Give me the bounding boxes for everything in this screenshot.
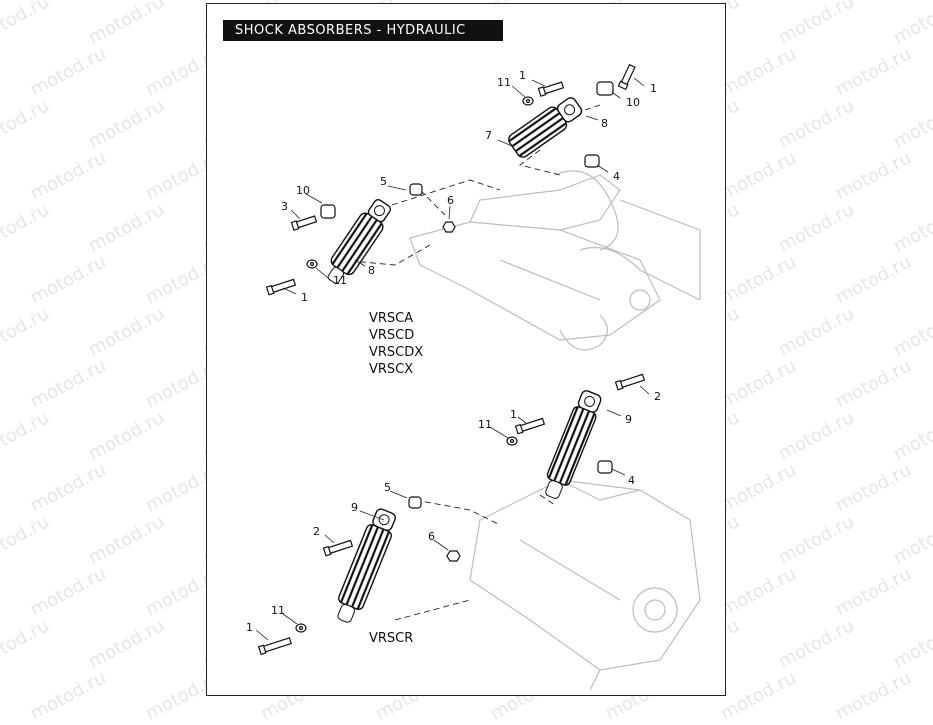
callout-1: 1 [510, 408, 517, 421]
washers-bushings-nuts [295, 81, 614, 633]
parts-illustration: 1 11 1 10 7 8 4 5 6 10 3 11 8 1 2 9 1 11… [246, 63, 701, 691]
callout-3: 3 [281, 200, 288, 213]
diagram-frame [206, 3, 726, 696]
model-code: VRSCA [369, 311, 414, 326]
callout-7: 7 [485, 129, 492, 142]
callout-11: 11 [478, 418, 492, 431]
shock-absorber-upper-right [508, 97, 583, 158]
swingarm-outline-lower [469, 479, 701, 691]
shock-absorber-upper-left [327, 199, 392, 284]
callout-9: 9 [351, 501, 358, 514]
callout-11: 11 [333, 274, 347, 287]
shock-absorber-lower-left [337, 508, 396, 623]
callout-1: 1 [246, 621, 253, 634]
swingarm-outline-upper [409, 170, 701, 351]
callout-1: 1 [519, 69, 526, 82]
callout-5: 5 [384, 481, 391, 494]
callout-numbers: 1 11 1 10 7 8 4 5 6 10 3 11 8 1 2 9 1 11… [246, 69, 661, 634]
callout-10: 10 [296, 184, 310, 197]
callout-4: 4 [613, 170, 620, 183]
callout-6: 6 [447, 194, 454, 207]
model-code: VRSCR [369, 631, 414, 646]
bolt-hardware [257, 63, 646, 656]
callout-leaders [255, 77, 650, 641]
model-list-upper: VRSCA VRSCD VRSCDX VRSCX [369, 310, 423, 378]
model-code: VRSCX [369, 362, 414, 377]
callout-8: 8 [368, 264, 375, 277]
callout-5: 5 [380, 175, 387, 188]
callout-10: 10 [626, 96, 640, 109]
callout-11: 11 [271, 604, 285, 617]
diagram-title: SHOCK ABSORBERS - HYDRAULIC [223, 20, 503, 41]
model-code: VRSCDX [369, 345, 424, 360]
callout-2: 2 [313, 525, 320, 538]
callout-6: 6 [428, 530, 435, 543]
model-code: VRSCD [369, 328, 415, 343]
callout-4: 4 [628, 474, 635, 487]
callout-11: 11 [497, 76, 511, 89]
callout-9: 9 [625, 413, 632, 426]
model-list-lower: VRSCR [369, 630, 413, 647]
callout-1: 1 [301, 291, 308, 304]
callout-8: 8 [601, 117, 608, 130]
shock-absorber-lower-right [545, 390, 602, 499]
callout-1: 1 [650, 82, 657, 95]
callout-2: 2 [654, 390, 661, 403]
